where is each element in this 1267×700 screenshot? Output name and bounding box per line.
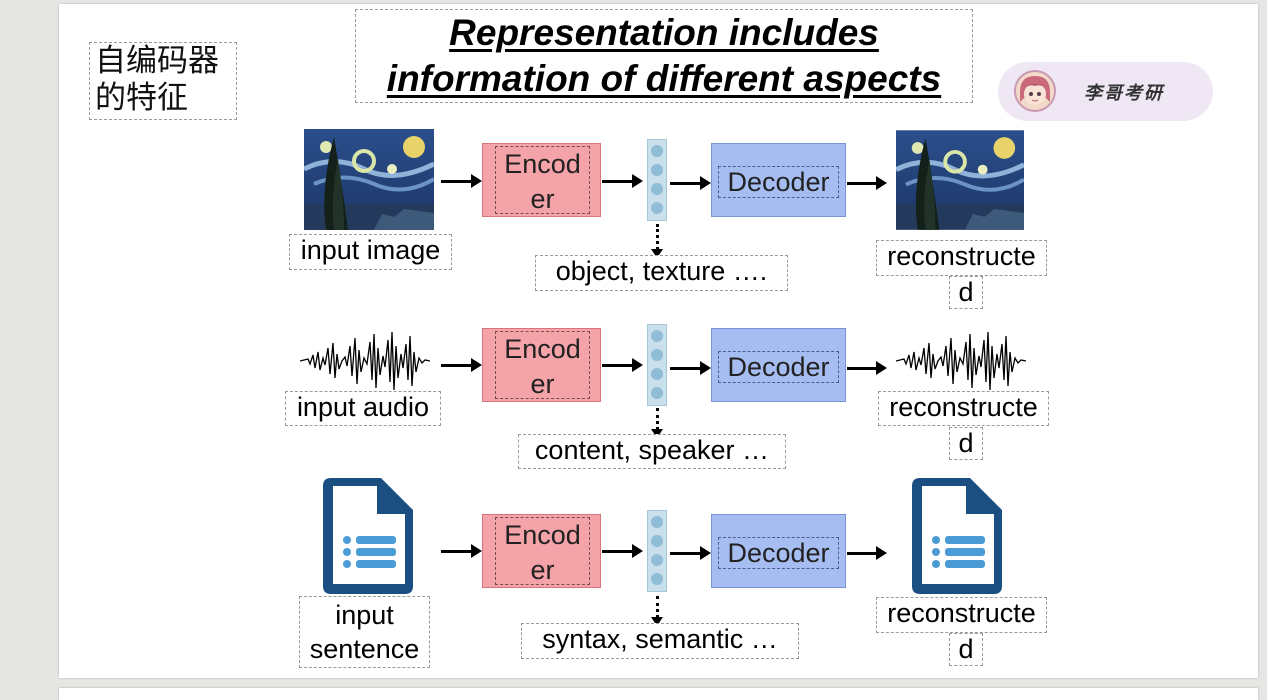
arrow-decoder-to-output-2 xyxy=(847,361,887,375)
encoder-2: Encod er xyxy=(482,328,601,402)
input-image-label: input image xyxy=(289,234,452,270)
arrow-encoder-to-code-2 xyxy=(602,358,643,372)
avatar-icon xyxy=(1014,70,1056,112)
output-label-2-line1: reconstructe xyxy=(878,391,1049,426)
main-title: Representation includes information of d… xyxy=(355,9,973,103)
dotted-arrow-code-to-features-3 xyxy=(651,596,663,626)
chinese-title-line1: 自编码器 xyxy=(95,43,219,79)
input-sentence-line2: sentence xyxy=(309,634,420,664)
encoder-2-line1: Encod xyxy=(504,334,581,364)
encoder-2-line2: er xyxy=(530,369,555,399)
reconstructed-audio-waveform xyxy=(896,331,1026,391)
output-label-1-line1: reconstructe xyxy=(876,240,1047,276)
encoder-1-line2: er xyxy=(530,184,555,214)
output-label-3-line2: d xyxy=(949,633,983,666)
encoder-1-line1: Encod xyxy=(504,149,581,179)
reconstructed-image xyxy=(896,130,1024,230)
latent-vector-2 xyxy=(647,324,667,406)
next-slide-edge xyxy=(59,688,1258,700)
dotted-arrow-code-to-features-1 xyxy=(651,224,663,258)
encoder-3: Encod er xyxy=(482,514,601,588)
arrow-input-to-encoder-3 xyxy=(441,544,482,558)
arrow-input-to-encoder-2 xyxy=(441,358,482,372)
dotted-arrow-code-to-features-2 xyxy=(651,408,663,438)
encoder-1: Encod er xyxy=(482,143,601,217)
watermark-badge: 李哥考研 xyxy=(998,62,1213,121)
latent-vector-3 xyxy=(647,510,667,592)
arrow-code-to-decoder-3 xyxy=(670,546,711,560)
arrow-decoder-to-output-3 xyxy=(847,546,887,560)
input-audio-label: input audio xyxy=(285,391,441,426)
decoder-3-label: Decoder xyxy=(718,537,839,569)
encoder-3-label: Encod er xyxy=(495,517,590,585)
decoder-2: Decoder xyxy=(711,328,846,402)
latent-vector-1 xyxy=(647,139,667,221)
badge-text: 李哥考研 xyxy=(1084,83,1164,104)
decoder-2-label: Decoder xyxy=(718,351,839,383)
input-sentence-label: input sentence xyxy=(299,596,430,668)
arrow-encoder-to-code-3 xyxy=(602,544,643,558)
arrow-code-to-decoder-2 xyxy=(670,361,711,375)
audio-waveform xyxy=(300,331,430,391)
reconstructed-document-icon xyxy=(912,478,1002,594)
main-title-line1: Representation includes xyxy=(449,12,879,53)
output-label-3-line1: reconstructe xyxy=(876,597,1047,633)
arrow-encoder-to-code-1 xyxy=(602,174,643,188)
arrow-input-to-encoder-1 xyxy=(441,174,482,188)
features-label-1: object, texture …. xyxy=(535,255,788,291)
decoder-1: Decoder xyxy=(711,143,846,217)
decoder-1-label: Decoder xyxy=(718,166,839,198)
starry-night-image xyxy=(304,129,434,230)
chinese-title: 自编码器 的特征 xyxy=(89,42,237,120)
arrow-code-to-decoder-1 xyxy=(670,176,711,190)
output-label-2-line2: d xyxy=(949,427,983,460)
features-label-2: content, speaker … xyxy=(518,434,786,469)
encoder-1-label: Encod er xyxy=(495,146,590,214)
encoder-3-line1: Encod xyxy=(504,520,581,550)
arrow-decoder-to-output-1 xyxy=(847,176,887,190)
document-icon xyxy=(323,478,413,594)
input-sentence-line1: input xyxy=(335,600,394,630)
output-label-1-line2: d xyxy=(949,276,983,309)
encoder-2-label: Encod er xyxy=(495,331,590,399)
encoder-3-line2: er xyxy=(530,555,555,585)
features-label-3: syntax, semantic … xyxy=(521,623,799,659)
chinese-title-line2: 的特征 xyxy=(95,80,188,116)
decoder-3: Decoder xyxy=(711,514,846,588)
main-title-line2: information of different aspects xyxy=(386,58,942,99)
